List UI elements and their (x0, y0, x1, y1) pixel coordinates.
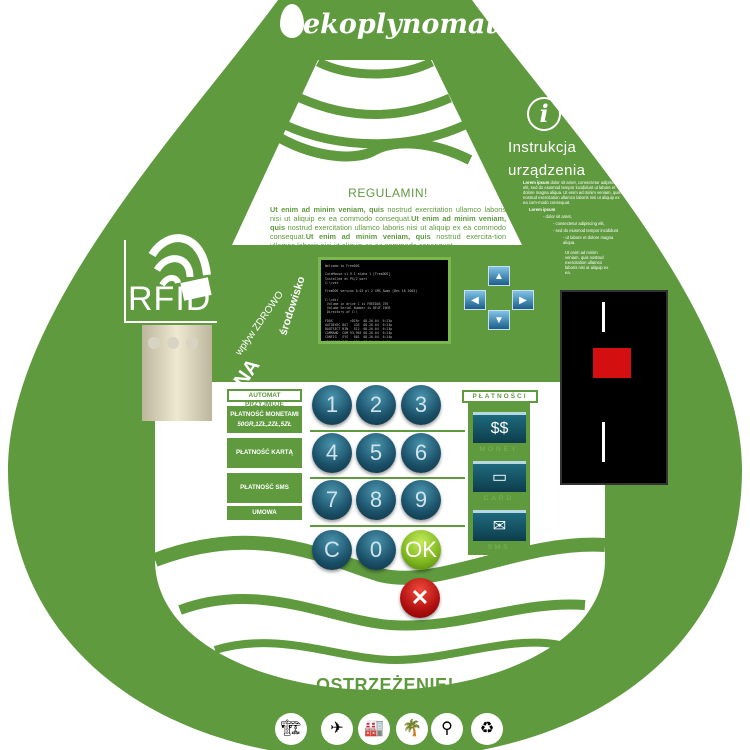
divider (310, 525, 465, 527)
divider (310, 477, 465, 479)
list-item: - sed do eiusmod tempor incididunt (553, 228, 619, 233)
arrow-right-button[interactable]: ▶ (512, 290, 534, 310)
money-icon[interactable]: $$ (473, 412, 526, 443)
rfid-label: RFID (128, 280, 212, 318)
key-0[interactable]: 0 (356, 530, 396, 570)
arrow-up-button[interactable]: ▲ (488, 266, 510, 286)
key-4[interactable]: 4 (312, 433, 352, 473)
payments-panel: $$ MONEY ▭ CARD ✉ SMS (468, 403, 530, 555)
title-line: Instrukcja (508, 139, 577, 156)
no-bird-icon: ✈ (321, 713, 353, 745)
paragraph: Ut enim ad minim veniam, quis nostrud ex… (565, 250, 609, 275)
card-label: CARD (483, 495, 515, 502)
list-item: - consectetur adipiscing elit, (553, 221, 605, 226)
slot-line (602, 422, 605, 462)
coin-values: 50GR,1ZŁ,2ZŁ,5ZŁ (237, 420, 292, 428)
payments-header: PŁATNOŚCI (462, 390, 538, 403)
coins-payment-button[interactable]: PŁATNOŚĆ MONETAMI 50GR,1ZŁ,2ZŁ,5ZŁ (227, 406, 302, 433)
key-ok[interactable]: OK (401, 530, 441, 570)
card-reader[interactable] (142, 325, 212, 421)
reader-dot (186, 337, 198, 349)
heading: Lorem ipsum (529, 207, 556, 212)
regulamin-title: REGULAMIN! (348, 186, 428, 200)
warning-title: OSTRZEŻENIE! (315, 675, 454, 695)
coin-return-button[interactable] (593, 348, 631, 378)
reg-text: nostrud exercita-tion ullamco laboris ni… (270, 232, 506, 250)
contract-button[interactable]: UMOWA (227, 506, 302, 520)
coin-slot-panel (560, 290, 668, 485)
card-icon[interactable]: ▭ (473, 461, 526, 492)
accepts-header: AUTOMAT PRZYJMUJE (227, 389, 302, 408)
regulamin-text: Ut enim ad minim veniam, quis nostrud ex… (270, 205, 506, 250)
landfill-icon: ♻ (471, 713, 503, 745)
key-5[interactable]: 5 (356, 433, 396, 473)
card-payment-button[interactable]: PŁATNOŚĆ KARTĄ (227, 438, 302, 468)
key-1[interactable]: 1 (312, 385, 352, 425)
key-6[interactable]: 6 (401, 433, 441, 473)
paragraph: dolor sit amet, consectetur adipiscing e… (523, 180, 621, 205)
key-9[interactable]: 9 (401, 480, 441, 520)
reg-text: nostrud exercitation ullamco laboris nis… (270, 223, 506, 241)
sms-icon[interactable]: ✉ (473, 510, 526, 541)
reader-dot (167, 337, 179, 349)
reg-bold: Ut enim ad minim veniam, quis (305, 232, 431, 241)
list-item: - ut labore et dolore magna aliqua. (563, 235, 614, 245)
sms-payment-button[interactable]: PŁATNOŚĆ SMS (227, 473, 302, 503)
key-7[interactable]: 7 (312, 480, 352, 520)
key-clear[interactable]: C (312, 530, 352, 570)
instruction-title: Instrukcja urządzenia (508, 136, 585, 182)
arrow-down-button[interactable]: ▼ (488, 310, 510, 330)
terminal-screen: Welcome to FreeDOS CuteMouse v1.9.1 alph… (318, 257, 451, 344)
title-line: urządzenia (508, 162, 586, 179)
reg-text: nostrud exercitation ullamco laboris nis… (270, 205, 506, 223)
slot-line (602, 302, 605, 332)
divider (310, 430, 465, 432)
cancel-button[interactable]: ✕ (400, 578, 440, 618)
factory-icon: 🏭 (358, 713, 390, 745)
island-icon: 🌴 (396, 713, 428, 745)
magnifier-icon: ⚲ (431, 713, 463, 745)
instruction-text: Lorem ipsum dolor sit amet, consectetur … (523, 180, 623, 277)
key-3[interactable]: 3 (401, 385, 441, 425)
list-item: - dolor sit amet, (543, 214, 572, 219)
arrow-left-button[interactable]: ◀ (464, 290, 486, 310)
reg-bold: Ut enim ad minim veniam, quis (270, 205, 385, 214)
sms-label: SMS (487, 544, 511, 551)
rfid-wave-icon (124, 234, 217, 323)
brand-logo: ekoplynomat (303, 9, 498, 40)
money-label: MONEY (479, 446, 519, 453)
water-drop-logo-icon (280, 4, 304, 38)
heading: Lorem ipsum (523, 180, 550, 185)
key-2[interactable]: 2 (356, 385, 396, 425)
info-icon[interactable]: i (527, 97, 561, 131)
label: PŁATNOŚĆ MONETAMI (230, 410, 299, 418)
reg-bold: Ut enim ad minim veniam, quis (270, 214, 506, 232)
reader-dot (148, 337, 160, 349)
crane-icon: 🏗 (275, 713, 307, 745)
key-8[interactable]: 8 (356, 480, 396, 520)
